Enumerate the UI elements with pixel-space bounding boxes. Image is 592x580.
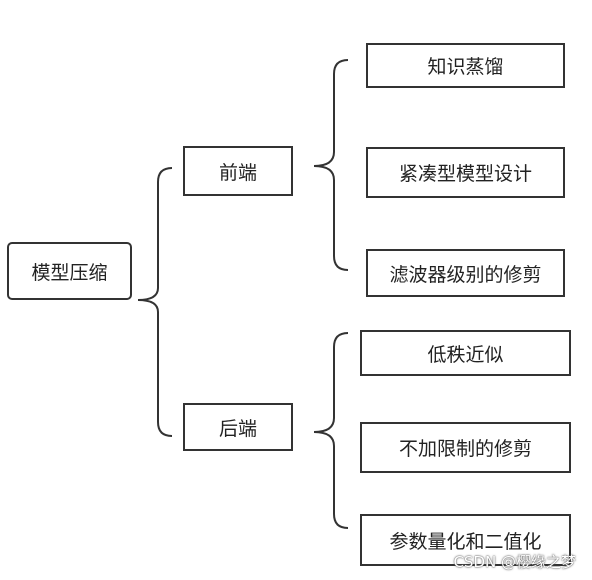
- leaf-node-low-rank-approximation[interactable]: 低秩近似: [360, 330, 571, 376]
- leaf-label: 紧凑型模型设计: [398, 163, 532, 185]
- branch-node-back[interactable]: 后端: [183, 403, 293, 451]
- root-bracket: [137, 167, 173, 437]
- leaf-label: 滤波器级别的修剪: [389, 263, 542, 286]
- leaf-label: 知识蒸馏: [427, 56, 504, 78]
- leaf-node-unrestricted-pruning[interactable]: 不加限制的修剪: [360, 422, 571, 473]
- branch-label-front: 前端: [218, 161, 257, 184]
- leaf-node-knowledge-distillation[interactable]: 知识蒸馏: [366, 43, 565, 88]
- front-bracket: [313, 59, 349, 271]
- leaf-node-filter-pruning[interactable]: 滤波器级别的修剪: [366, 249, 565, 297]
- back-bracket: [313, 332, 349, 529]
- leaf-label: 参数量化和二值化: [389, 530, 542, 553]
- leaf-node-quantization-binarization[interactable]: 参数量化和二值化: [360, 514, 571, 566]
- leaf-node-compact-model-design[interactable]: 紧凑型模型设计: [366, 147, 565, 198]
- root-node[interactable]: 模型压缩: [7, 242, 132, 300]
- root-label: 模型压缩: [31, 261, 108, 284]
- leaf-label: 低秩近似: [427, 343, 504, 366]
- leaf-label: 不加限制的修剪: [398, 438, 532, 460]
- branch-node-front[interactable]: 前端: [183, 146, 293, 196]
- branch-label-back: 后端: [218, 417, 257, 440]
- watermark: CSDN @樱缘之梦: [453, 553, 576, 571]
